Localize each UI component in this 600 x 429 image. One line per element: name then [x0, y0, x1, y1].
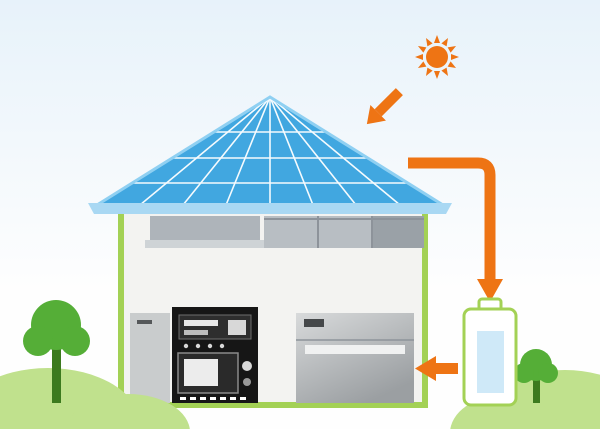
- kitchen-cabinet: [130, 313, 170, 403]
- cabinet-handle: [137, 320, 152, 324]
- dishwasher-slot: [305, 345, 405, 354]
- sun-core: [426, 46, 448, 68]
- storage-battery: [462, 297, 518, 407]
- display-line-2: [184, 330, 208, 335]
- microwave-button: [243, 378, 251, 386]
- microwave-knob: [242, 361, 252, 371]
- tree-crown: [514, 349, 558, 383]
- arrow-battery-to-house-icon: [415, 356, 458, 381]
- display-line-1: [184, 320, 218, 326]
- window-pane-dark: [372, 216, 424, 248]
- tree-crown: [23, 300, 90, 356]
- roof-eave: [88, 203, 452, 214]
- oven-knob-row: [183, 343, 225, 349]
- oven-button-row: [180, 397, 246, 400]
- range-hood: [150, 216, 260, 242]
- arrow-sun-to-roof-icon: [366, 88, 403, 125]
- window-dividers: [264, 216, 424, 248]
- wire-roof-to-battery: [408, 157, 496, 281]
- sun-icon: [415, 35, 459, 79]
- oven-microwave-unit: [172, 307, 258, 403]
- tree-right: [514, 349, 558, 403]
- dishwasher-control: [304, 319, 324, 327]
- microwave-window: [184, 359, 218, 386]
- tree-trunk: [533, 375, 540, 403]
- roof-edge-highlight: [96, 95, 444, 207]
- display-readout: [228, 320, 246, 335]
- arrow-roof-to-battery-head: [477, 279, 503, 302]
- dishwasher: [296, 313, 414, 403]
- tree-left: [23, 300, 90, 403]
- solar-panel-roof: [88, 95, 452, 214]
- kitchen-appliances: [130, 307, 414, 403]
- second-floor-windows: [145, 216, 424, 248]
- dishwasher-body: [296, 313, 414, 403]
- tree-trunk: [52, 340, 61, 403]
- sun-rays: [415, 35, 459, 79]
- bush-left: [0, 368, 190, 429]
- range-hood-lip: [145, 240, 265, 248]
- battery-cell: [477, 331, 504, 393]
